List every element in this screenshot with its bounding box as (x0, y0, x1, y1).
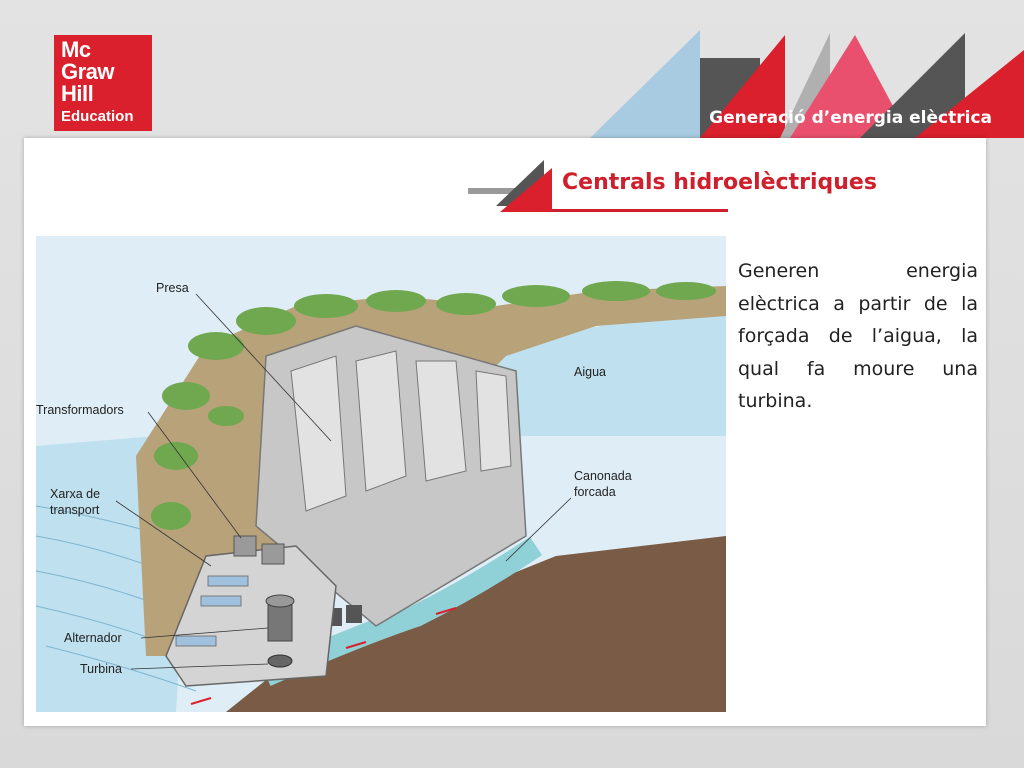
generator-turbine (265, 594, 295, 668)
ground (226, 536, 726, 712)
logo-line-3: Hill (61, 81, 94, 106)
vegetation (151, 281, 716, 530)
hydroelectric-plant-diagram: Presa Aigua Transformadors Canonada forc… (36, 236, 726, 712)
flow-arrows (190, 607, 457, 705)
deco-triangle-pink (790, 35, 910, 138)
deco-triangle-red-small (500, 168, 552, 212)
label-xarxa-2: transport (50, 503, 100, 517)
dam-buttresses (290, 350, 512, 512)
section-title: Centrals hidroelèctriques (562, 170, 877, 195)
description-paragraph: Generen energia elèctrica a partir de la… (738, 260, 978, 412)
label-leader-lines (115, 293, 572, 670)
transformers (233, 535, 285, 565)
logo-line-1: Mc (61, 37, 91, 62)
label-canonada-2: forcada (574, 485, 616, 499)
label-aigua: Aigua (574, 365, 606, 379)
section-underline (552, 209, 728, 212)
deco-triangle-blue (590, 30, 700, 138)
deco-triangle-red (700, 35, 785, 138)
header-title: Generació d’energia elèctrica (709, 108, 992, 128)
section-title-decoration (468, 160, 552, 212)
label-xarxa-1: Xarxa de (50, 487, 100, 501)
deco-triangle-red-2 (915, 50, 1024, 138)
label-turbina: Turbina (80, 662, 122, 676)
label-canonada-1: Canonada (574, 469, 632, 483)
logo-line-2: Graw (61, 59, 115, 84)
header-decoration (590, 30, 1024, 138)
label-presa: Presa (156, 281, 189, 295)
logo-line-4: Education (61, 108, 134, 125)
deco-triangle-gray (860, 33, 965, 138)
label-alternador: Alternador (64, 631, 122, 645)
powerhouse-windows (175, 575, 249, 647)
mcgraw-hill-logo: Mc Graw Hill Education (54, 35, 152, 131)
label-transformadors: Transformadors (36, 403, 124, 417)
